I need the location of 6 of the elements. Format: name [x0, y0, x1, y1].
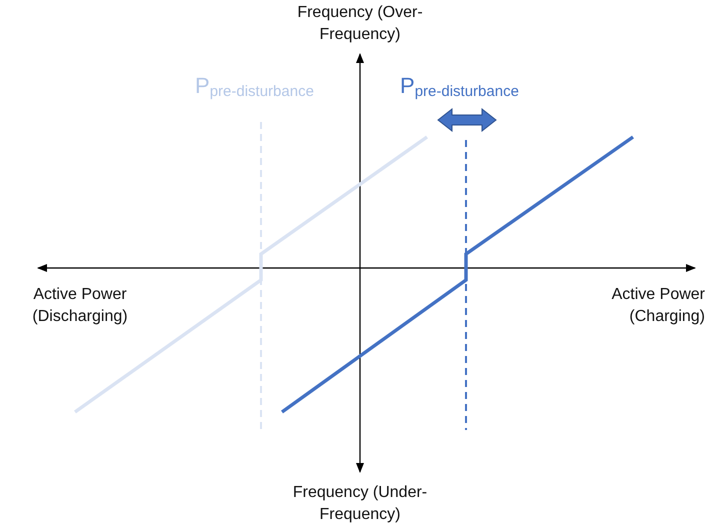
axis-label: Active Power (Discharging)	[31, 285, 129, 327]
axis-label: Active Power (Charging)	[610, 285, 705, 327]
axis-label: Frequency (Over-Frequency)	[296, 3, 424, 45]
curve-label: P$_{pre-disturbance}$	[195, 72, 314, 102]
curve-label: P$_{pre-disturbance}$	[400, 72, 519, 102]
axis-label: Frequency (Under-Frequency)	[292, 483, 428, 525]
